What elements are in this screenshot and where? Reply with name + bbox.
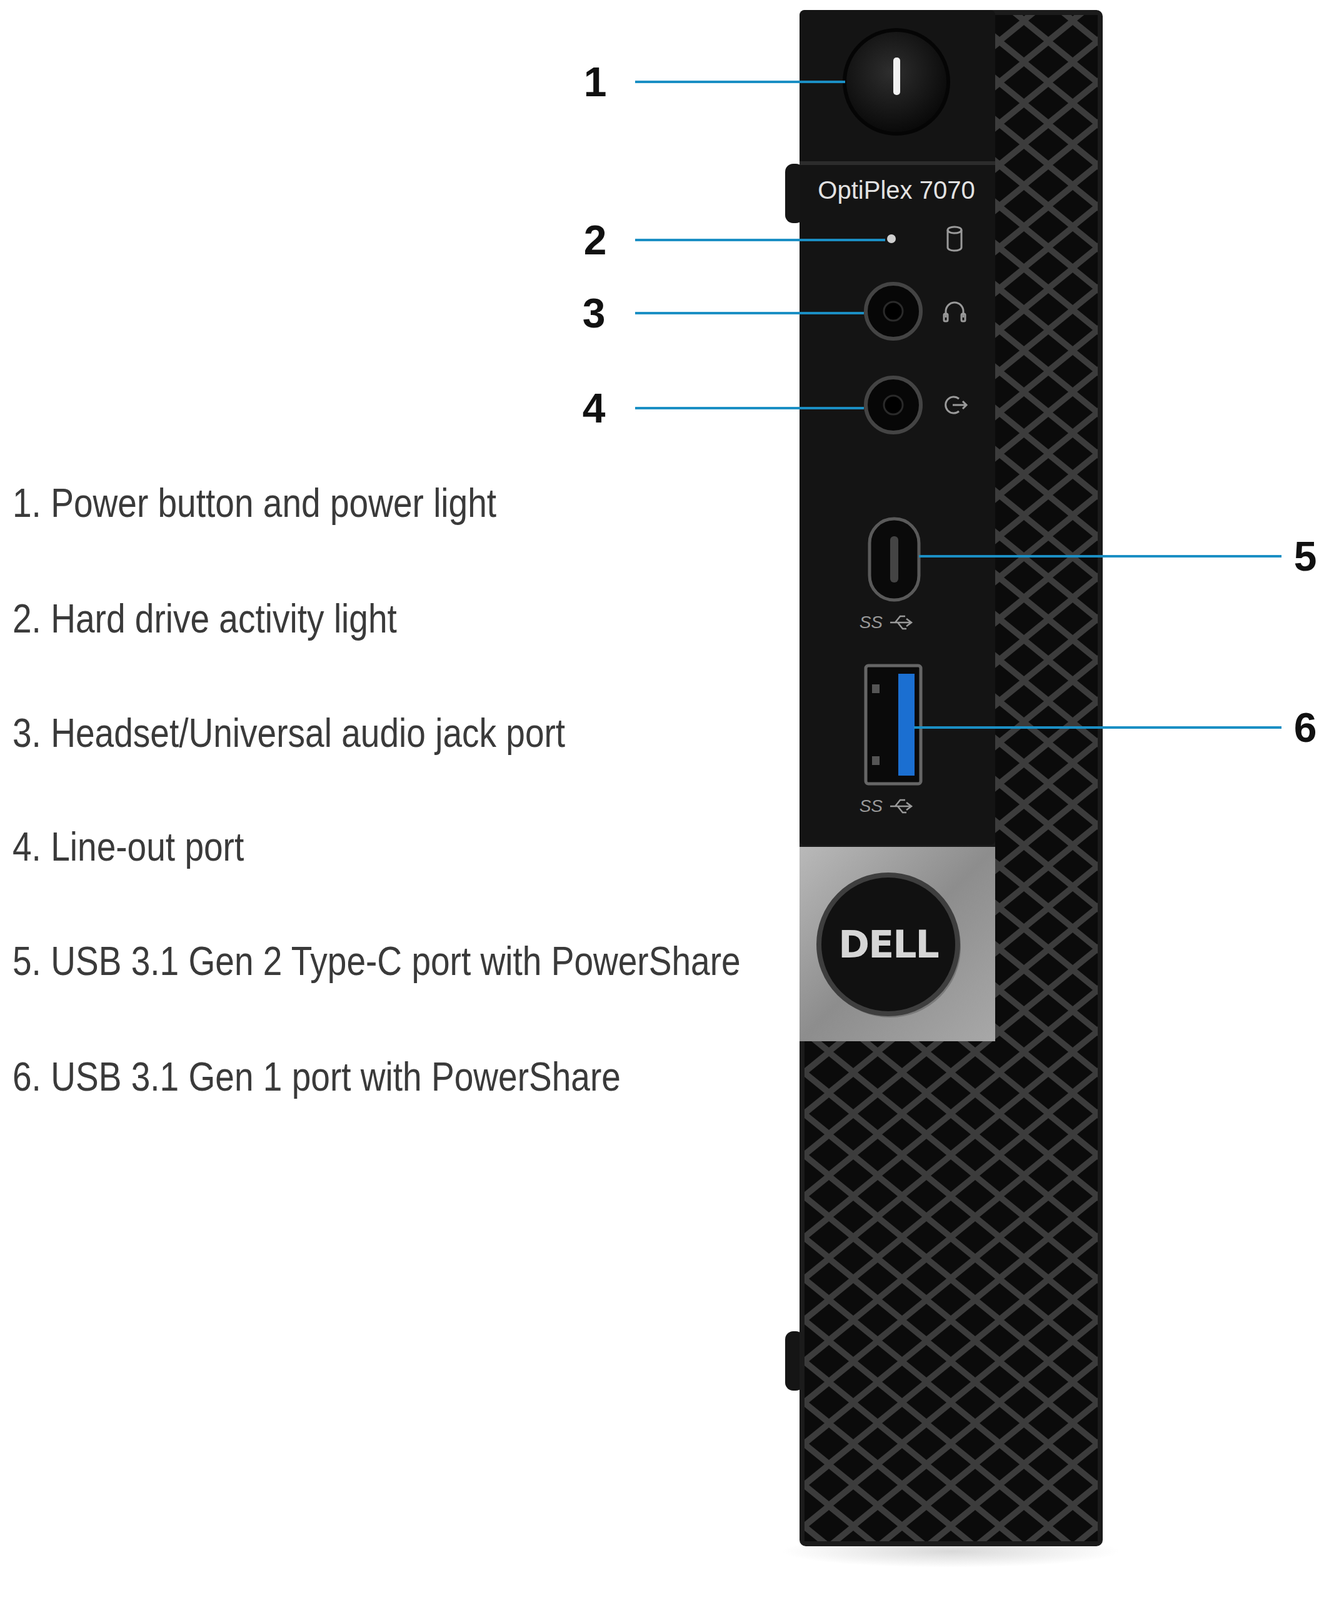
callout-number: 3 xyxy=(582,290,606,337)
hdd-led xyxy=(887,234,896,244)
leader-line xyxy=(635,406,864,410)
jack-hole xyxy=(883,395,903,415)
usb-a-port xyxy=(865,665,921,784)
headset-icon xyxy=(943,302,966,322)
leader-lines xyxy=(635,81,1282,728)
callout-number: 2 xyxy=(583,217,607,264)
panel-seam xyxy=(799,161,996,166)
leader-line xyxy=(913,726,1282,729)
leader-line xyxy=(635,311,864,315)
drive-icon xyxy=(947,226,962,251)
callout-number: 4 xyxy=(582,385,606,432)
usb-logo-text: SS xyxy=(859,797,883,817)
legend-item: 1. Power button and power light xyxy=(12,481,497,526)
leader-line xyxy=(635,238,886,242)
jack-hole xyxy=(883,301,903,321)
vent-grille xyxy=(995,15,1098,1042)
usb-latch xyxy=(872,684,880,694)
usb-latch xyxy=(872,756,880,766)
power-button xyxy=(846,31,947,132)
front-panel xyxy=(799,10,996,846)
logo-panel xyxy=(799,847,996,1042)
usb-trident-icon xyxy=(890,800,912,813)
callout-number: 6 xyxy=(1293,705,1318,751)
logo-disc xyxy=(818,875,958,1014)
power-button-ring xyxy=(842,28,951,136)
usb-trident-icon xyxy=(890,616,912,629)
legend-item: 3. Headset/Universal audio jack port xyxy=(12,711,566,756)
legend-item: 6. USB 3.1 Gen 1 port with PowerShare xyxy=(12,1055,621,1099)
headset-jack xyxy=(865,283,921,339)
leader-line xyxy=(918,555,1282,558)
power-light xyxy=(893,57,901,96)
legend-item: 5. USB 3.1 Gen 2 Type-C port with PowerS… xyxy=(12,939,741,984)
brand-logo: DELL xyxy=(838,923,938,966)
callout-number: 5 xyxy=(1293,533,1318,580)
usb-logo-text: SS xyxy=(859,613,883,633)
line-out-jack xyxy=(865,377,921,433)
leader-line xyxy=(635,80,846,84)
legend-item: 2. Hard drive activity light xyxy=(12,596,397,641)
vent-grille xyxy=(804,1041,1098,1542)
usb-a-tongue xyxy=(898,673,915,776)
line-out-icon xyxy=(945,396,967,414)
legend-item: 4. Line-out port xyxy=(12,825,244,869)
model-name: OptiPlex 7070 xyxy=(817,176,975,204)
usb-c-port xyxy=(869,518,919,601)
usb-c-tongue xyxy=(890,536,899,583)
callout-number: 1 xyxy=(583,59,607,106)
